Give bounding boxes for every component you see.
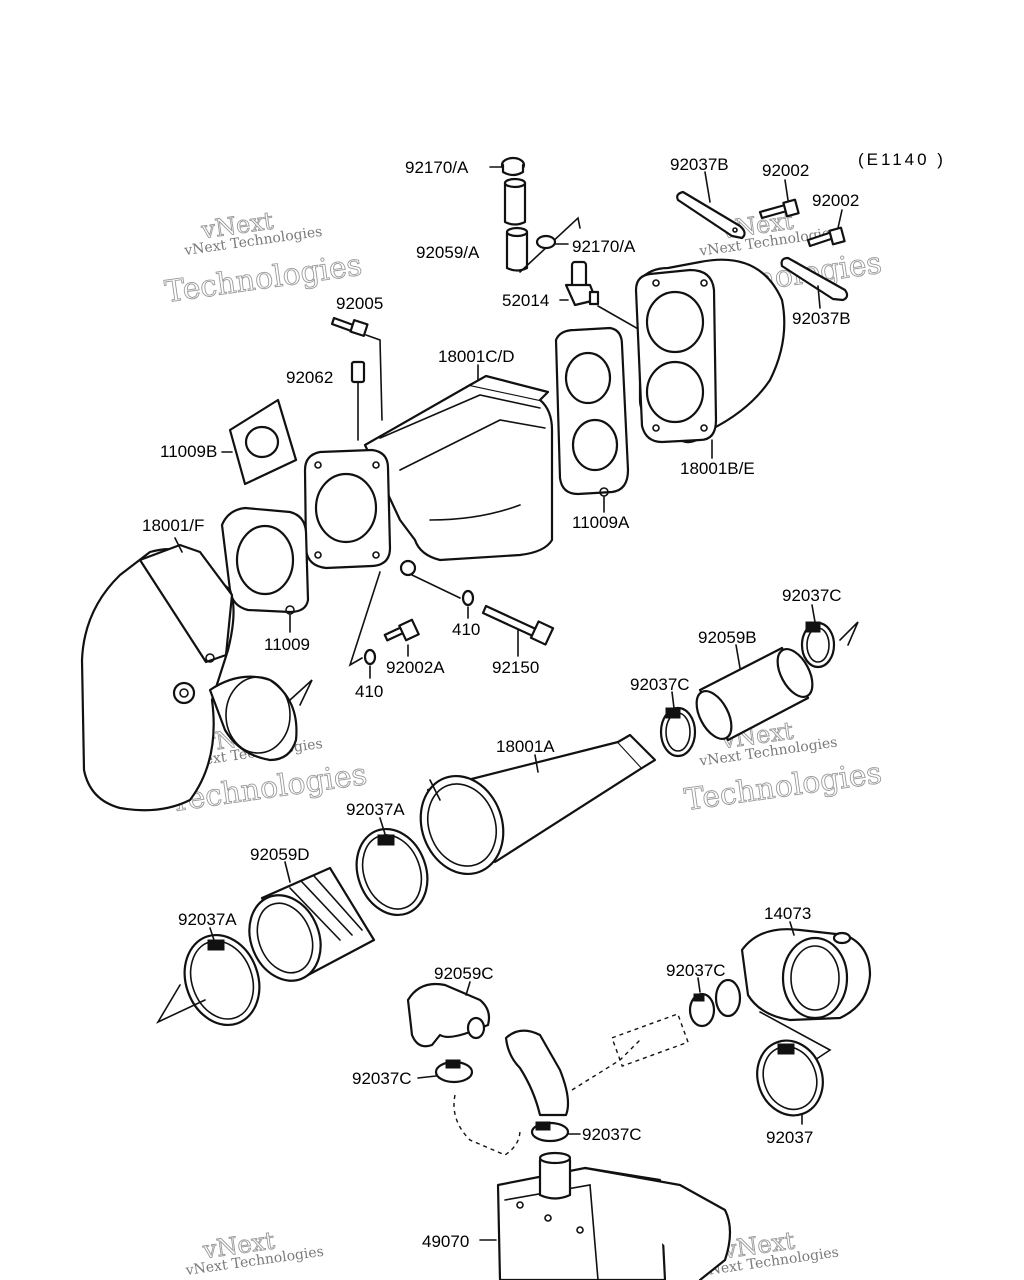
- label-18001a: 18001A: [496, 737, 555, 756]
- label-92037: 92037: [766, 1128, 813, 1147]
- label-92037a-a: 92037A: [346, 800, 405, 819]
- part-11009-gasket: [220, 506, 310, 615]
- leader-line: [289, 679, 313, 706]
- leader-line: [284, 861, 291, 883]
- label-410-b: 410: [355, 682, 383, 701]
- label-410-a: 410: [452, 620, 480, 639]
- leader-line: [155, 984, 206, 1024]
- part-92170a-top-clamp: [500, 156, 526, 177]
- part-92002-bolt-b: [806, 226, 846, 248]
- label-92037c-e: 92037C: [582, 1125, 642, 1144]
- part-92037b-strap-right: [780, 256, 849, 302]
- part-92059d-coupler: [248, 866, 376, 982]
- part-18001be-chamber-cover: [634, 258, 786, 444]
- part-92037c-clamp-right: [688, 978, 742, 1028]
- part-49070-muffler-box: [496, 1151, 732, 1280]
- leader-line: [671, 691, 675, 709]
- watermark-top-left: vNext vNext Technologies Technologies: [162, 206, 364, 310]
- leader-line: [789, 921, 795, 936]
- part-92037a-clamp-mid: [355, 827, 429, 917]
- part-92037c-clamp-lower-center: [530, 1121, 570, 1143]
- label-18001be: 18001B/E: [680, 459, 755, 478]
- leader-line: [365, 334, 383, 421]
- part-92005-fitting: [330, 316, 369, 337]
- label-92002a: 92002A: [386, 658, 445, 677]
- label-92037c-a: 92037C: [782, 586, 842, 605]
- part-92150-bolt: [481, 604, 555, 646]
- leader-line: [465, 981, 471, 996]
- part-92037-clamp: [756, 1039, 824, 1117]
- leader-line: [817, 285, 821, 309]
- label-11009b: 11009B: [160, 442, 217, 461]
- leader-line: [411, 574, 461, 599]
- part-92002-bolt-a: [758, 198, 800, 220]
- part-18001a-cone-duct: [419, 733, 657, 876]
- part-18001cd-main-chamber: [303, 374, 554, 577]
- part-52014-fitting: [564, 260, 600, 307]
- label-92037c-c: 92037C: [666, 961, 726, 980]
- label-92062: 92062: [286, 368, 333, 387]
- label-11009a: 11009A: [572, 513, 630, 532]
- label-52014: 52014: [502, 291, 549, 310]
- leader-line: [174, 537, 183, 553]
- label-92037b-right: 92037B: [792, 309, 851, 328]
- part-92059b-hose: [695, 646, 814, 742]
- leader-line: [704, 171, 711, 203]
- leader-line: [209, 927, 215, 941]
- leader-line: [784, 179, 789, 201]
- part-92170a-mid-clamp: [535, 234, 557, 250]
- label-18001cd: 18001C/D: [438, 347, 515, 366]
- part-18001f-front-chamber: [80, 543, 298, 812]
- label-14073: 14073: [764, 904, 811, 923]
- part-92037c-clamp-upper-right: [800, 621, 836, 669]
- leader-line: [839, 621, 859, 646]
- label-92037b-top: 92037B: [670, 155, 729, 174]
- leader-line: [519, 216, 581, 273]
- leader-line: [534, 754, 539, 773]
- leader-line: [837, 209, 843, 229]
- label-92005: 92005: [336, 294, 383, 313]
- leader-line: [811, 604, 816, 623]
- part-92037c-clamp-lower-left: [434, 1059, 474, 1084]
- leader-line: [735, 644, 741, 669]
- label-92037c-b: 92037C: [630, 675, 690, 694]
- part-92059c-elbow-hose: [406, 982, 570, 1117]
- part-dashed-hose-path: [453, 1013, 689, 1156]
- label-92059b: 92059B: [698, 628, 757, 647]
- part-11009b-gasket: [228, 398, 298, 486]
- part-92037a-clamp-lower: [183, 933, 261, 1027]
- label-92002-a: 92002: [762, 161, 809, 180]
- label-92059d: 92059D: [250, 845, 310, 864]
- part-410-washer-b: [363, 648, 377, 666]
- part-410-washer-a: [461, 589, 475, 607]
- label-92059c: 92059C: [434, 964, 494, 983]
- part-92002a-bolt: [383, 618, 420, 642]
- label-11009: 11009: [264, 635, 310, 654]
- watermark-bottom-left: vNext vNext Technologies: [184, 1226, 325, 1279]
- part-92062-bolt: [350, 360, 366, 441]
- leader-line: [379, 817, 386, 835]
- label-92002-b: 92002: [812, 191, 859, 210]
- part-92037c-clamp-mid: [659, 706, 697, 758]
- label-18001f: 18001/F: [142, 516, 204, 535]
- part-92037b-strap-left: [676, 190, 746, 240]
- leader-line: [559, 299, 641, 331]
- part-11009a-gasket: [554, 326, 630, 497]
- label-92150: 92150: [492, 658, 539, 677]
- leader-line: [417, 1075, 437, 1079]
- diagram-code: (E1140 ): [858, 150, 946, 169]
- leader-line: [759, 1011, 832, 1061]
- label-92170a-mid: 92170/A: [572, 237, 636, 256]
- label-49070: 49070: [422, 1232, 469, 1251]
- leader-line: [697, 977, 701, 993]
- label-92059a: 92059/A: [416, 243, 480, 262]
- label-92037a-b: 92037A: [178, 910, 237, 929]
- leader-line: [348, 571, 381, 667]
- label-92037c-d: 92037C: [352, 1069, 412, 1088]
- part-92059a-hose: [503, 177, 529, 272]
- part-14073-outlet-elbow: [740, 928, 872, 1022]
- label-92170a-top: 92170/A: [405, 158, 469, 177]
